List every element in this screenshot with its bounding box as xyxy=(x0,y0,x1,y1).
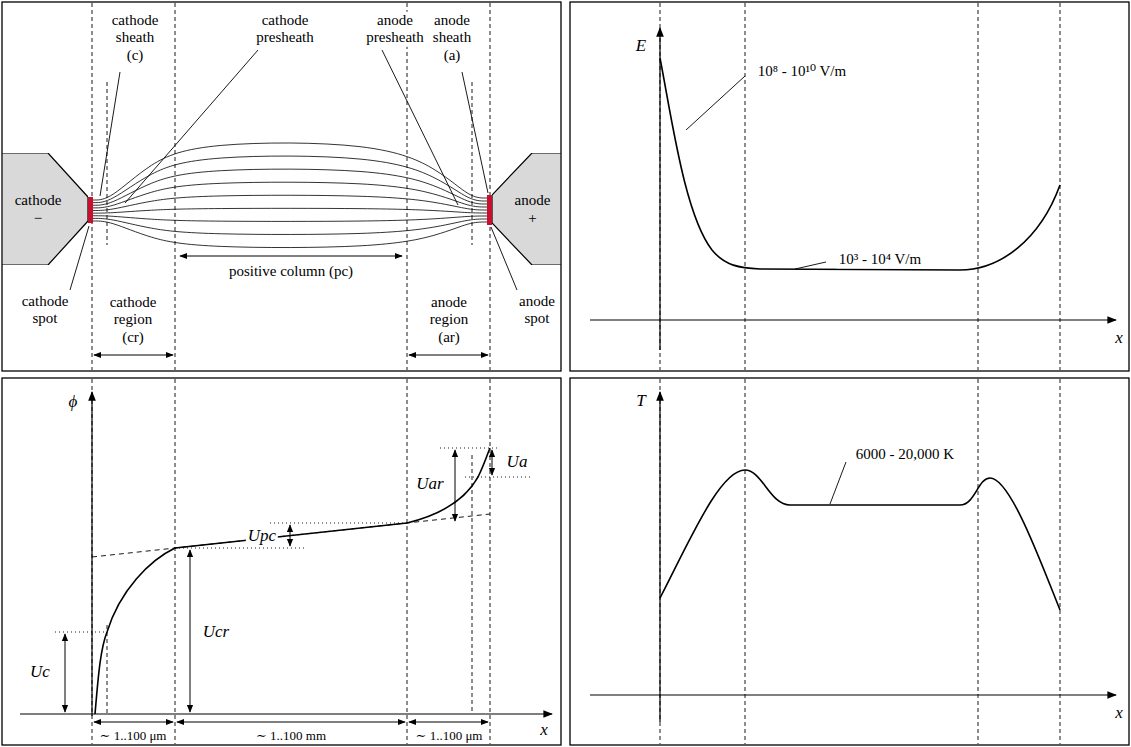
axis-label: T xyxy=(634,391,647,411)
region-name: positive column (pc) xyxy=(227,263,355,280)
axis-label: x xyxy=(1113,328,1125,348)
leader-lines xyxy=(70,50,846,504)
electrode-name: cathode − xyxy=(15,191,62,227)
region-dividers xyxy=(92,3,1060,744)
electrode: cathode − xyxy=(2,153,88,265)
plot-axes xyxy=(20,28,1116,722)
value-label: 10³ - 10⁴ V/m xyxy=(837,251,923,268)
voltage-label: Ucr xyxy=(201,622,231,642)
electrode-shape xyxy=(492,153,561,265)
dimension: ∼ 1..100 μm xyxy=(98,729,169,744)
region-name: cathode presheath xyxy=(254,12,315,47)
electrode-outline xyxy=(492,153,561,265)
level-lines xyxy=(55,448,532,632)
current-line xyxy=(93,218,487,234)
current-line xyxy=(93,216,487,222)
plot-curves xyxy=(95,58,1060,714)
electrode-shape xyxy=(2,153,88,265)
part-name: cathode spot xyxy=(20,293,71,328)
voltage-label: Ua xyxy=(505,452,530,472)
arc-spots xyxy=(88,195,492,225)
region-name: cathode sheath (c) xyxy=(110,12,161,64)
region-name: anode region (ar) xyxy=(428,294,470,346)
voltage-label: Uar xyxy=(414,474,445,494)
current-line xyxy=(93,221,487,248)
current-lines xyxy=(93,143,487,248)
current-line xyxy=(93,169,487,205)
axis-label: ϕ xyxy=(67,392,80,412)
value-label: 10⁸ - 10¹⁰ V/m xyxy=(756,63,848,80)
current-line xyxy=(93,156,487,203)
voltage-arrows xyxy=(65,450,492,712)
dimension: ∼ 1..100 μm xyxy=(414,729,485,744)
part-name: anode spot xyxy=(517,293,557,328)
electrode: anode + xyxy=(492,153,561,265)
extent-arrows xyxy=(94,256,488,722)
axis-label: E xyxy=(634,36,648,56)
axis-label: x xyxy=(538,720,550,740)
region-name: anode presheath xyxy=(364,12,425,47)
current-line xyxy=(93,208,487,213)
value-label: 6000 - 20,000 K xyxy=(854,446,956,463)
region-name: anode sheath (a) xyxy=(431,12,473,64)
electrode-name: anode + xyxy=(515,191,551,227)
dimension: ∼ 1..100 mm xyxy=(254,729,328,744)
electrode-outline xyxy=(2,153,88,265)
voltage-label: Upc xyxy=(246,526,278,546)
voltage-label: Uc xyxy=(28,662,52,682)
region-name: cathode region (cr) xyxy=(108,294,159,346)
column-extension xyxy=(92,514,490,557)
axis-label: x xyxy=(1113,703,1125,723)
